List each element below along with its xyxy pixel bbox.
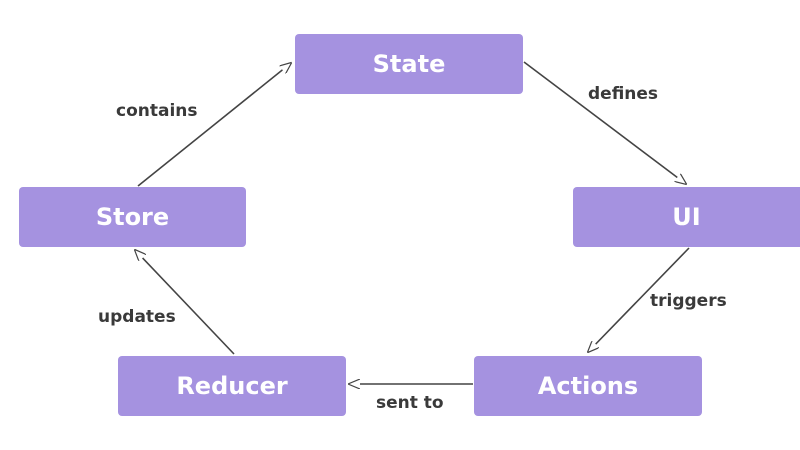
- node-store-label: Store: [95, 203, 170, 231]
- node-ui-label: UI: [672, 203, 701, 231]
- node-actions: Actions: [474, 356, 702, 416]
- node-state: State: [295, 34, 523, 94]
- arrow-reducer-to-store: [135, 250, 235, 355]
- edge-label-contains: contains: [116, 101, 198, 121]
- edge-label-defines: defines: [588, 84, 659, 104]
- node-ui: UI: [573, 187, 800, 247]
- node-reducer-label: Reducer: [176, 372, 288, 400]
- node-state-label: State: [372, 50, 446, 78]
- edge-label-sent-to: sent to: [376, 393, 444, 413]
- node-actions-label: Actions: [537, 372, 639, 400]
- arrow-state-to-ui: [523, 61, 686, 184]
- arrow-ui-to-actions: [588, 247, 690, 352]
- edge-label-updates: updates: [98, 307, 176, 327]
- edge-label-triggers: triggers: [650, 291, 727, 311]
- arrow-store-to-state: [137, 63, 291, 187]
- node-store: Store: [19, 187, 246, 247]
- node-reducer: Reducer: [118, 356, 346, 416]
